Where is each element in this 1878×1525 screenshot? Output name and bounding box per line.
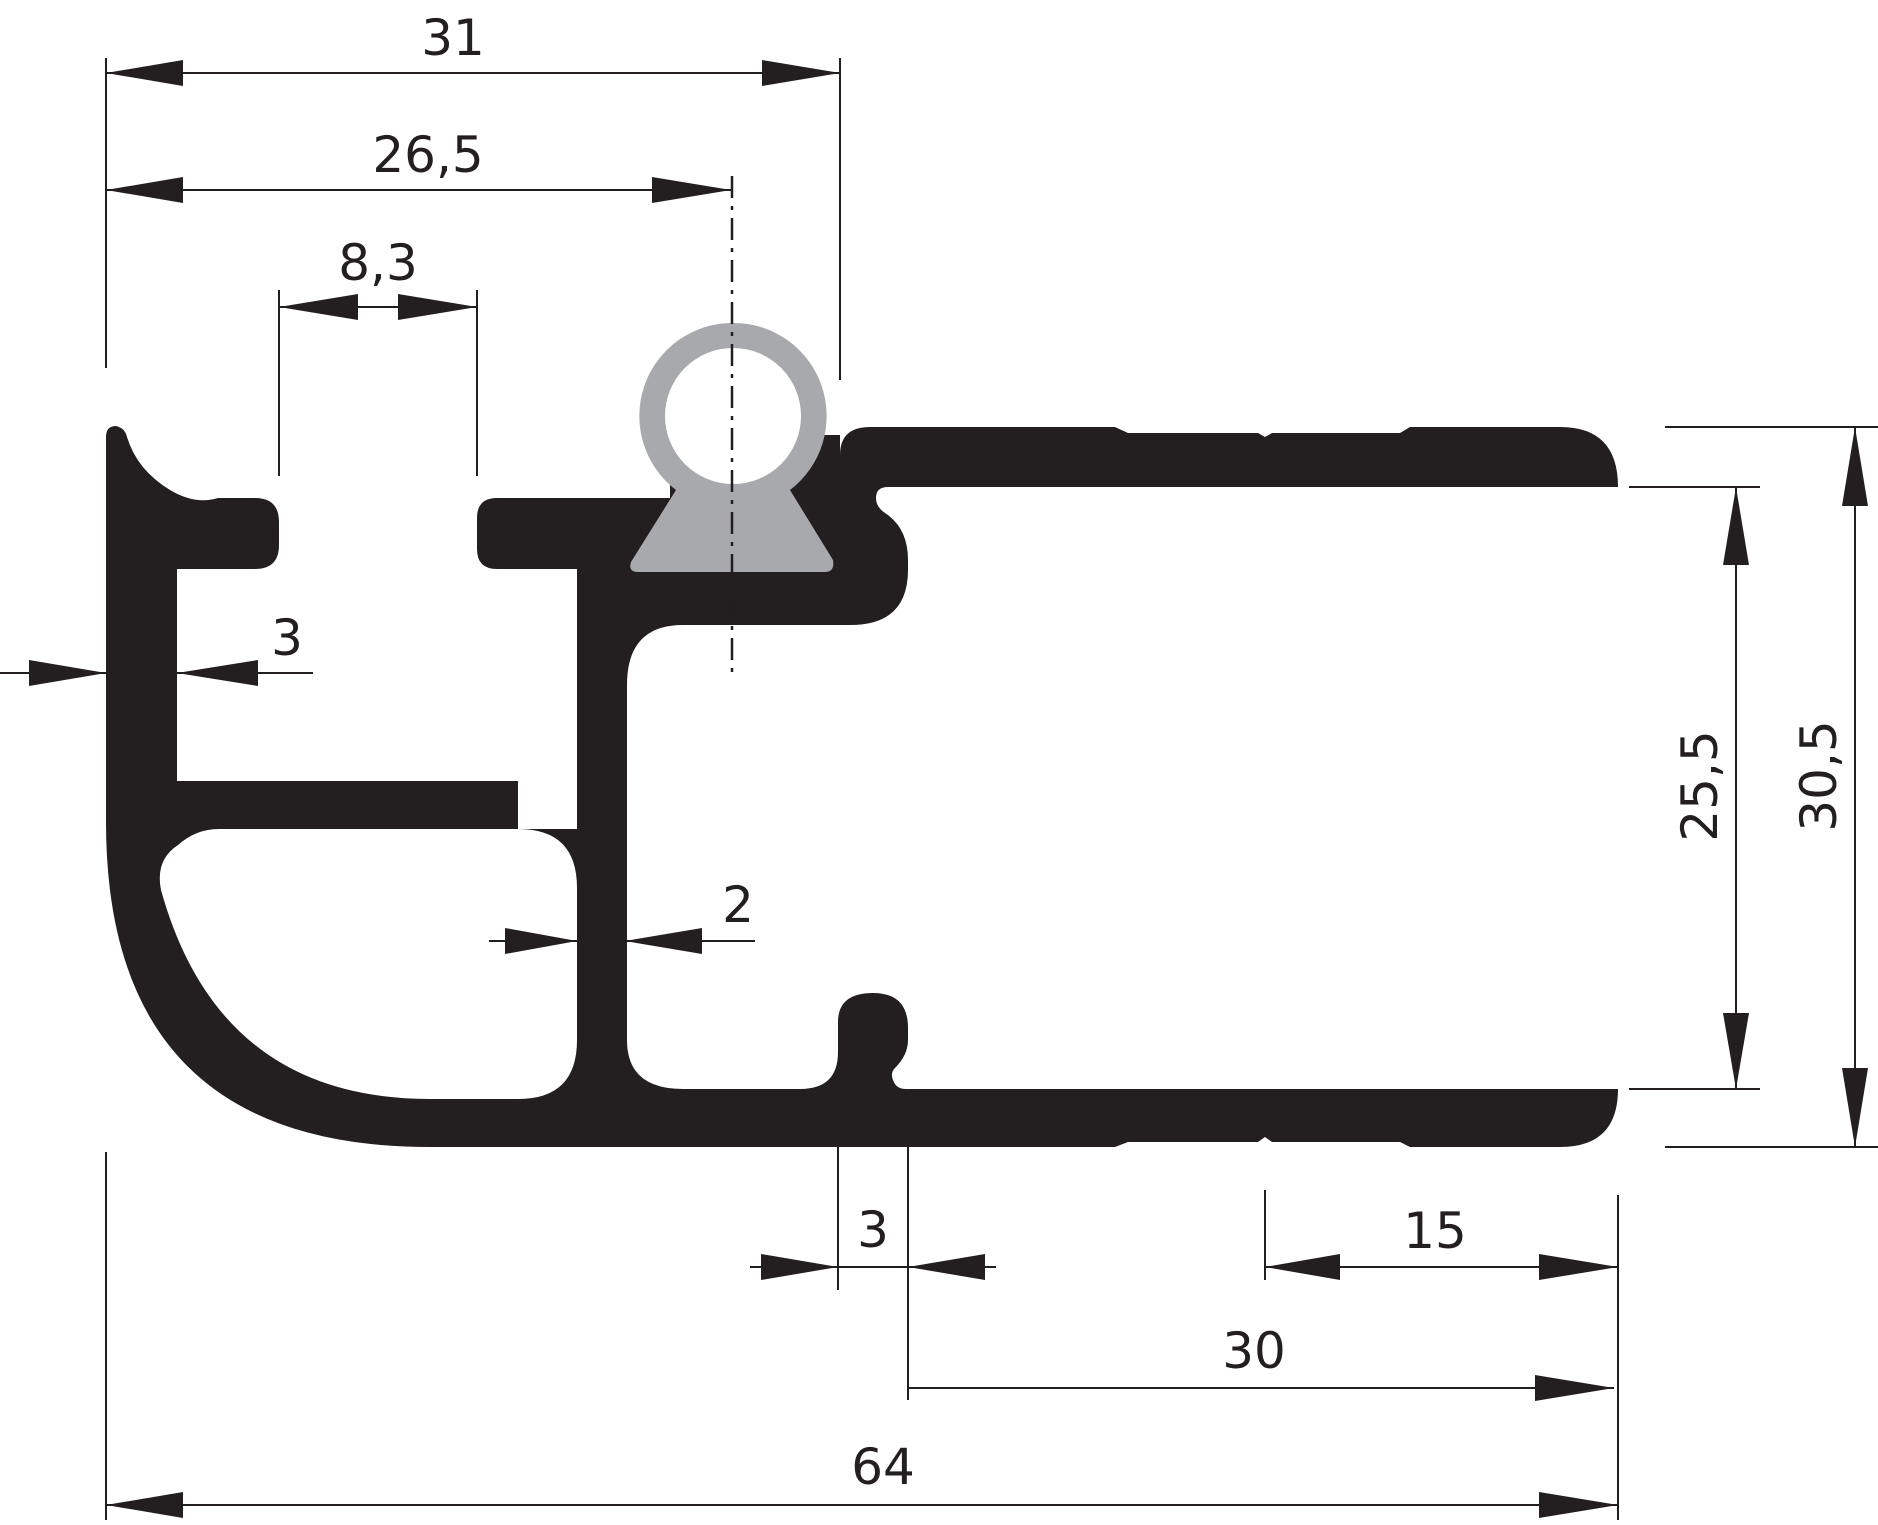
arrow-right <box>762 60 840 86</box>
dimension-8-3: 8,3 <box>278 234 478 476</box>
arrow-right <box>652 177 731 203</box>
dim-text: 30 <box>1222 1322 1286 1380</box>
arrow-top <box>1723 487 1749 565</box>
dimension-26-5: 26,5 <box>106 126 731 203</box>
arrow-right <box>1535 1375 1614 1401</box>
lower-chamber <box>159 829 578 1099</box>
dim-text: 2 <box>722 876 754 934</box>
arrow-bottom <box>1842 1068 1868 1147</box>
arrow-left <box>29 660 106 686</box>
arrow-right <box>177 660 258 686</box>
dimension-left-wall-3: 3 <box>0 609 313 686</box>
arrow-right <box>1539 1254 1618 1280</box>
dim-text: 26,5 <box>372 126 483 184</box>
arrow-bottom <box>1723 1013 1749 1089</box>
dimension-web-2: 2 <box>489 876 755 954</box>
dim-text: 15 <box>1403 1202 1467 1260</box>
dim-text: 3 <box>857 1201 889 1259</box>
arrow-right <box>398 294 477 320</box>
dimension-30-5: 30,5 <box>1665 426 1878 1148</box>
vertical-web <box>577 569 627 1099</box>
arrow-left <box>106 177 183 203</box>
aluminium-profile <box>106 426 1618 1147</box>
arrow-left <box>1265 1254 1340 1280</box>
dimension-30: 30 <box>907 1290 1614 1401</box>
dim-text: 25,5 <box>1671 730 1729 841</box>
dim-text: 31 <box>421 9 485 67</box>
arrow-right <box>625 928 702 954</box>
bottom-channel-opening <box>627 1028 838 1089</box>
arrow-left <box>279 294 358 320</box>
arrow-left <box>106 60 183 86</box>
dim-text: 30,5 <box>1790 720 1848 831</box>
dimension-15: 15 <box>1264 1190 1619 1520</box>
dimension-64: 64 <box>105 1152 1618 1520</box>
arrow-top <box>1842 427 1868 506</box>
arrow-right <box>1539 1492 1618 1518</box>
web-gap-left <box>518 781 577 829</box>
arrow-right <box>908 1254 985 1280</box>
arrow-left <box>761 1254 838 1280</box>
dimension-25-5: 25,5 <box>1629 486 1760 1090</box>
arrow-left <box>106 1492 183 1518</box>
dimension-lip-3: 3 <box>750 1147 996 1290</box>
arrow-left <box>505 928 577 954</box>
dim-text: 3 <box>271 609 303 667</box>
dim-text: 64 <box>851 1438 915 1496</box>
dimension-31: 31 <box>105 9 841 380</box>
dim-text: 8,3 <box>338 234 418 292</box>
